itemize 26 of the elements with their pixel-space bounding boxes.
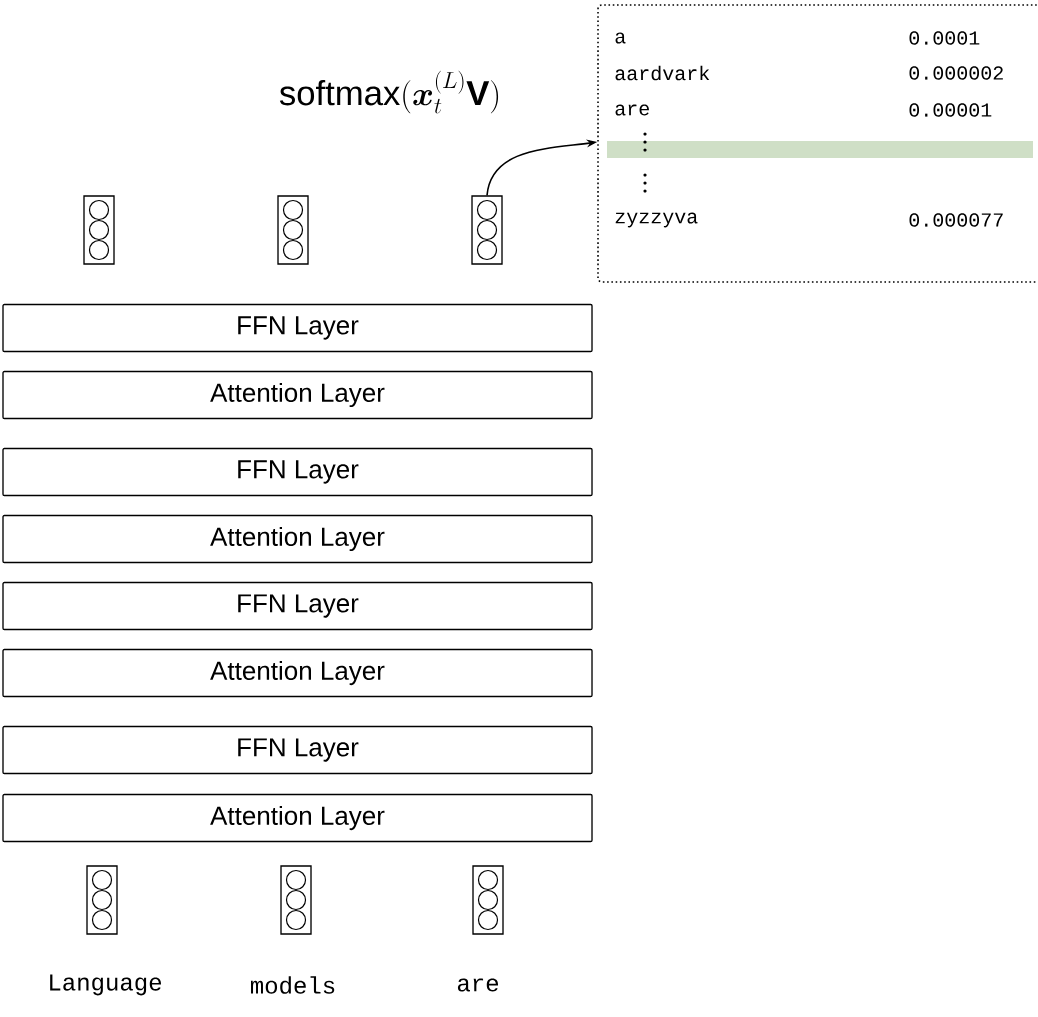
vector-icon — [83, 195, 115, 265]
layer-box: FFN Layer — [2, 303, 593, 353]
formula: $\mathrm{softmax}(\boldsymbol{x}_t^{(L)}\mathbf{V})$ — [279, 70, 499, 114]
probability-value: 0.000002 — [909, 66, 1003, 80]
word-label: aardvark — [615, 65, 710, 81]
word-label: are — [615, 104, 649, 116]
word-label: zyzzyva — [615, 212, 698, 228]
word-label: are — [457, 978, 498, 992]
word-label: models — [250, 976, 335, 994]
layer-box: FFN Layer — [2, 725, 593, 775]
vector-icon — [277, 195, 309, 265]
layer-box: Attention Layer — [2, 793, 593, 843]
layer-box: Attention Layer — [2, 370, 593, 420]
vector-icon — [280, 865, 312, 935]
probability-value: 0.00001 — [909, 103, 992, 117]
vector-icon — [86, 865, 118, 935]
layer-box: FFN Layer — [2, 447, 593, 497]
layer-box: FFN Layer — [2, 581, 593, 631]
word-label: Language — [50, 974, 161, 996]
vector-icon — [471, 195, 503, 265]
layer-box: Attention Layer — [2, 648, 593, 698]
probability-value: 0.000077 — [909, 213, 1003, 227]
probability-value: 0.0001 — [909, 31, 980, 45]
vector-icon — [472, 865, 504, 935]
word-label: a — [615, 32, 626, 44]
layer-box: Attention Layer — [2, 514, 593, 564]
